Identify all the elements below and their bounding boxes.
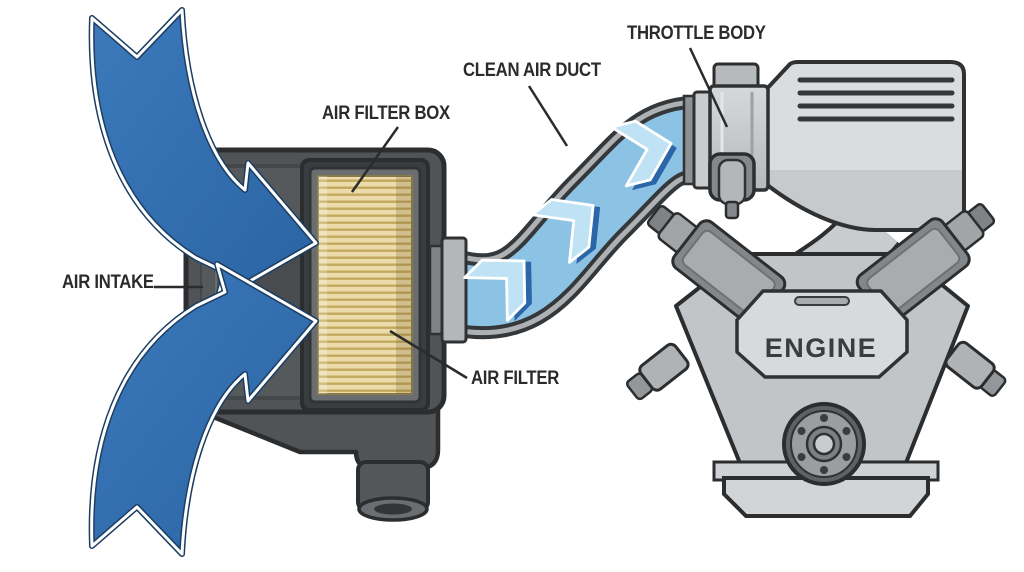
leader-lines	[154, 47, 729, 380]
label-air-intake: AIR INTAKE	[62, 272, 154, 293]
engine-mount-right	[944, 340, 1007, 397]
label-throttle-body: THROTTLE BODY	[627, 23, 766, 44]
plenum-ridges	[797, 77, 955, 122]
filter-pleats	[317, 175, 413, 395]
throttle-body-graphic	[682, 62, 770, 220]
label-air-filter: AIR FILTER	[471, 368, 560, 389]
crank-pulley	[782, 402, 866, 486]
oil-pan	[722, 476, 930, 518]
duct-box-connector	[428, 236, 468, 344]
leader-throttle-body	[688, 47, 729, 128]
engine-badge: ENGINE	[735, 289, 909, 379]
intake-plenum-graphic	[760, 60, 966, 232]
drain-pipe	[356, 460, 430, 522]
engine-label: ENGINE	[765, 333, 878, 363]
intake-arrow-bottom	[88, 261, 319, 557]
leader-clean-air-duct	[527, 85, 569, 147]
leader-air-filter	[389, 329, 468, 380]
throttle-sensor	[708, 152, 756, 220]
label-air-filter-box: AIR FILTER BOX	[322, 103, 450, 124]
label-clean-air-duct: CLEAN AIR DUCT	[463, 60, 601, 81]
engine-graphic: ENGINE	[626, 203, 1007, 518]
intake-arrow-top	[88, 7, 319, 303]
leader-air-filter-box	[350, 126, 400, 193]
air-filter-graphic	[300, 158, 430, 412]
engine-mount-left	[626, 342, 690, 401]
duct-flow-arrows	[463, 119, 677, 322]
